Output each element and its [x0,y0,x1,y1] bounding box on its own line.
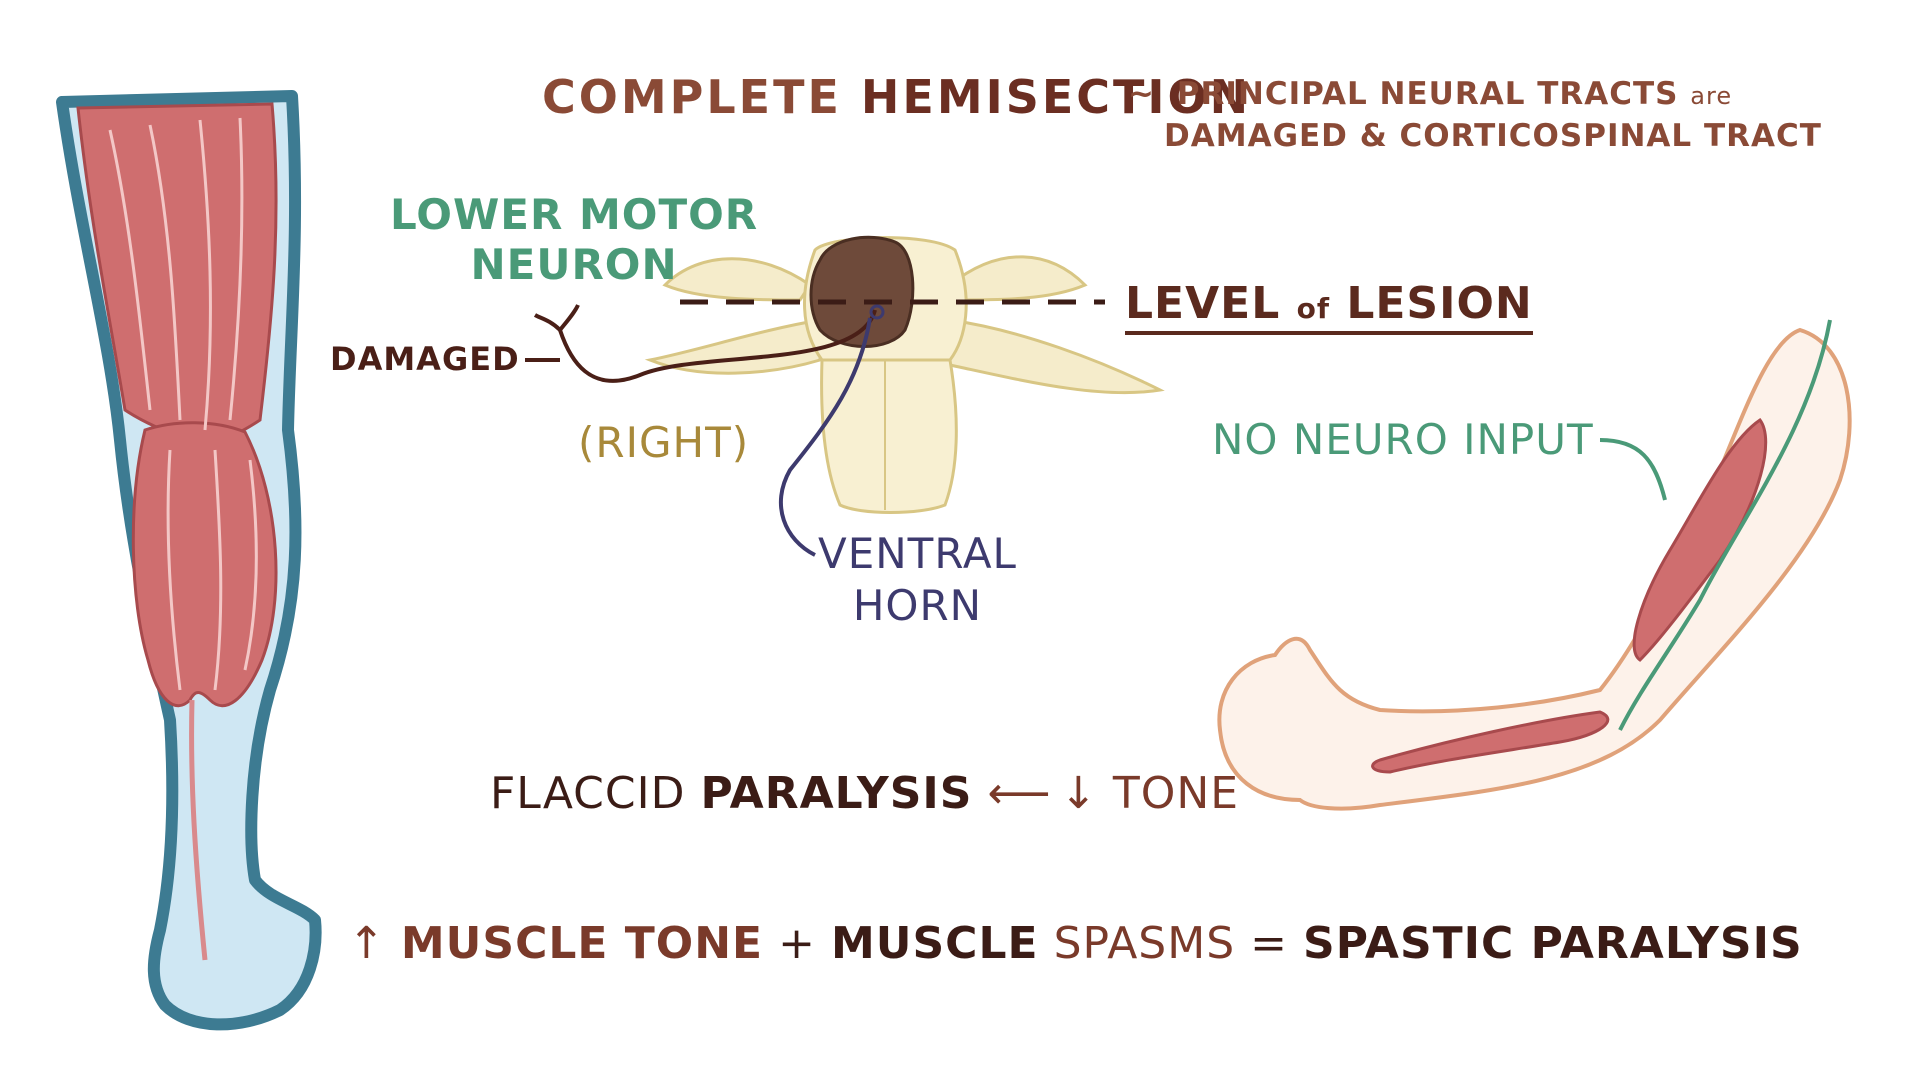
lesion-of-word: of [1296,292,1330,325]
paralysis-word: PARALYSIS [700,768,973,819]
cord-segment-column [820,358,958,514]
damaged-label: DAMAGED [330,340,520,378]
lesion-level-word: LEVEL [1125,278,1281,329]
lmn-line2: NEURON [470,240,678,289]
nerve-wing-right [948,318,1165,395]
title-heading: COMPLETE HEMISECTION [542,70,1251,124]
forearm-muscle [1371,710,1610,774]
left-arrow-icon: ⟵ [987,768,1052,819]
nerve-root-left [662,257,813,302]
level-of-lesion-label: LEVEL of LESION [1125,278,1533,335]
ventral-line2: HORN [852,581,983,630]
achilles-tendon [189,699,208,961]
no-neuro-input-label: NO NEURO INPUT [1212,415,1594,464]
lower-motor-neuron-path [558,309,877,383]
down-arrow-icon: ↓ [1060,768,1098,819]
title-hemisection: HEMISECTION [860,70,1252,124]
tone-word: TONE [1112,768,1240,819]
title-subtitle: ~ PRINCIPAL NEURAL TRACTS are DAMAGED & … [1128,74,1822,156]
decreased-tone-label: ↓ TONE [1060,768,1239,819]
subtitle-line1: PRINCIPAL NEURAL TRACTS [1176,76,1679,112]
spastic-equation: ↑ MUSCLE TONE + MUSCLE SPASMS = SPASTIC … [348,918,1803,969]
no-neuro-input-pointer [1599,438,1667,501]
up-arrow-icon: ↑ [348,918,386,969]
calf-muscle [131,421,278,708]
arm-illustration [1217,319,1852,811]
lesion-word: LESION [1346,278,1533,329]
lower-motor-neuron-label: LOWER MOTOR NEURON [390,190,758,290]
spinal-cord-illustration [525,235,1165,557]
nerve-root-right [948,255,1088,302]
subtitle-are: are [1690,82,1733,110]
spastic-paralysis-term: SPASTIC PARALYSIS [1303,918,1803,969]
flaccid-word: FLACCID [490,768,686,819]
arm-nerve [1618,319,1832,731]
right-side-label: (RIGHT) [578,418,750,467]
ventral-line1: VENTRAL [818,529,1017,578]
plus-sign: + [778,918,816,969]
lesion-area [809,235,915,348]
ventral-horn-label: VENTRAL HORN [818,528,1017,632]
title-tilde: ~ [1128,76,1155,112]
subtitle-line2: DAMAGED & CORTICOSPINAL TRACT [1164,118,1822,154]
biceps-muscle [1632,417,1768,662]
equals-sign: = [1250,918,1289,969]
neuron-branch [533,304,580,332]
muscle-tone-term: MUSCLE TONE [400,918,764,969]
muscle-term: MUSCLE [830,918,1039,969]
spasms-term: SPASMS [1053,918,1236,969]
ventral-horn-pointer [779,317,872,557]
lmn-line1: LOWER MOTOR [390,190,759,239]
muscle-fibers [108,117,258,691]
flaccid-paralysis-label: FLACCID PARALYSIS ⟵ [490,768,1052,819]
leg-illustration [56,90,322,1031]
nerve-wing-left [644,318,822,375]
title-complete: COMPLETE [542,70,842,124]
thigh-muscle [76,102,278,446]
